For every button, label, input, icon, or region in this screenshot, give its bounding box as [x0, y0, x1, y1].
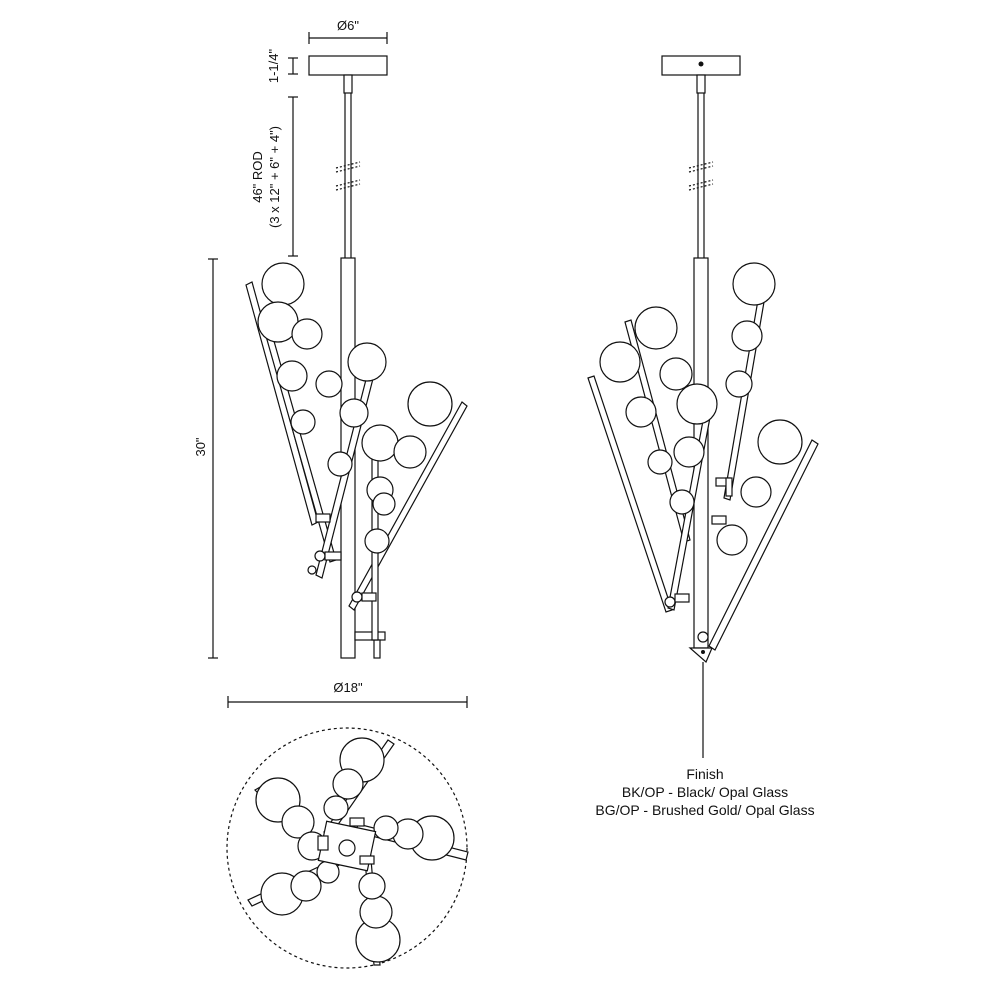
top-hub — [317, 817, 377, 872]
front-view — [245, 55, 468, 659]
side-connectors — [664, 477, 733, 608]
side-view — [587, 55, 819, 758]
top-view — [226, 727, 469, 969]
rod-length-label: 46" ROD — [250, 151, 265, 203]
fixture-diameter-label: Ø18" — [333, 680, 363, 695]
rod-break-marks — [335, 161, 361, 191]
front-connectors — [307, 513, 377, 603]
fixture-footprint-circle — [226, 727, 468, 969]
canopy-height-label: 1-1/4" — [266, 48, 281, 83]
top-globes — [255, 737, 455, 963]
canopy — [308, 55, 388, 76]
side-globes — [599, 262, 803, 556]
finish-legend: Finish BK/OP - Black/ Opal Glass BG/OP -… — [560, 765, 850, 819]
finish-title: Finish — [686, 766, 724, 782]
fixture-height-label: 30" — [193, 437, 208, 456]
canopy-diameter-label: Ø6" — [337, 18, 359, 33]
dimension-lines — [208, 32, 468, 708]
finish-option-bg-op: BG/OP - Brushed Gold/ Opal Glass — [595, 802, 815, 818]
rod-segments-label: (3 x 12" + 6" + 4") — [267, 126, 282, 228]
front-globes — [257, 262, 453, 554]
finish-option-bk-op: BK/OP - Black/ Opal Glass — [621, 784, 789, 800]
